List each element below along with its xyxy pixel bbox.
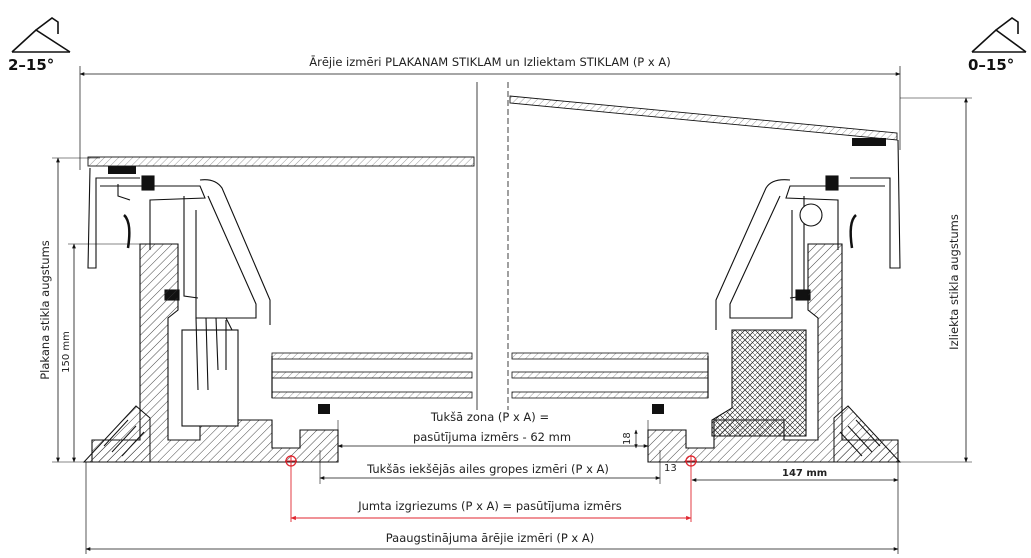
right-flashing	[833, 405, 902, 463]
curved-height-label: Izliekta stikla augstums	[947, 214, 961, 350]
curb-outer-dimension: Paaugstinājuma ārējie izmēri (P x A)	[85, 462, 899, 554]
empty-zone-line2: pasūtījuma izmērs - 62 mm	[413, 430, 571, 444]
dim-13-label: 13	[664, 463, 677, 474]
flat-height-dimension: Plakana stikla augstums 150 mm	[38, 157, 140, 463]
roof-cutout-label: Jumta izgriezums (P x A) = pasūtījuma iz…	[357, 499, 622, 513]
right-frame	[715, 139, 901, 330]
outer-dimension-label: Ārējie izmēri PLAKANAM STIKLAM un Izliek…	[309, 55, 670, 69]
centre-break	[476, 82, 509, 410]
inner-panes	[271, 352, 709, 414]
curved-height-dimension: Izliekta stikla augstums	[900, 97, 972, 463]
empty-zone-dimension: Tukšā zona (P x A) = pasūtījuma izmērs -…	[337, 410, 649, 450]
flat-height-label: Plakana stikla augstums	[38, 240, 52, 380]
inner-groove-label: Tukšās iekšējās ailes gropes izmēri (P x…	[366, 462, 609, 476]
flat-glass	[87, 156, 475, 174]
angle-label-left: 2–15°	[8, 56, 54, 74]
roof-angle-icon-left: 2–15°	[8, 17, 71, 74]
small-dimensions: 18 13	[622, 429, 686, 474]
left-frame	[87, 167, 271, 325]
outer-dimension-top: Ārējie izmēri PLAKANAM STIKLAM un Izliek…	[79, 55, 901, 170]
left-insulation	[181, 317, 239, 427]
dim-147-label: 147 mm	[782, 468, 827, 479]
empty-zone-line1: Tukšā zona (P x A) =	[430, 410, 549, 424]
left-flashing	[82, 405, 151, 463]
roof-angle-icon-right: 0–15°	[968, 17, 1027, 74]
dim-147: 147 mm	[691, 468, 899, 482]
flat-height-value: 150 mm	[61, 331, 72, 373]
roof-cutout-dimension: Jumta izgriezums (P x A) = pasūtījuma iz…	[285, 455, 697, 522]
curb-outer-label: Paaugstinājuma ārējie izmēri (P x A)	[386, 531, 594, 545]
curved-glass	[509, 95, 898, 146]
dim-18-label: 18	[622, 432, 633, 445]
right-insulation	[711, 329, 807, 437]
angle-label-right: 0–15°	[968, 56, 1014, 74]
inner-groove-dimension: Tukšās iekšējās ailes gropes izmēri (P x…	[319, 450, 661, 484]
right-curb	[647, 243, 899, 463]
